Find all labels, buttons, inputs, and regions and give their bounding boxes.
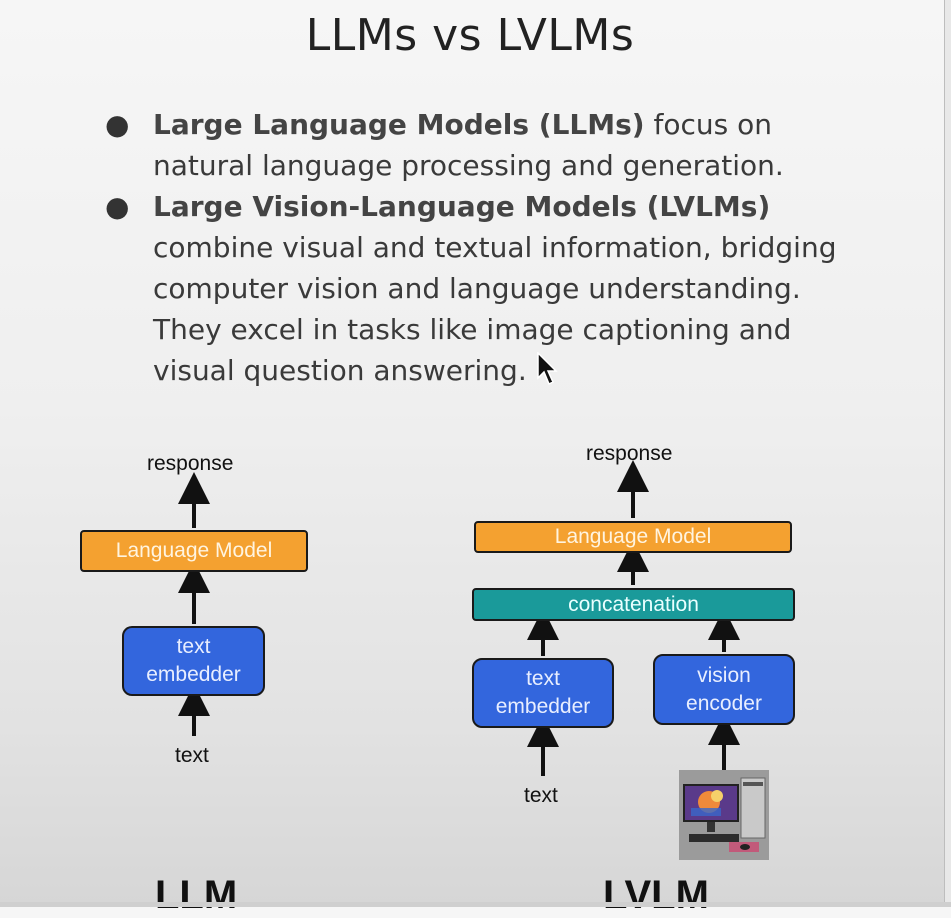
bullet-llm-term: Large Language Models (LLMs) [153,108,645,141]
lvlm-vision-encoder-line1: vision [697,663,751,687]
llm-language-model-box: Language Model [80,530,308,572]
slide-title: LLMs vs LVLMs [305,10,635,61]
bullet-lvlm: ● Large Vision-Language Models (LVLMs) c… [105,186,845,391]
llm-text-input-label: text [175,744,209,767]
lvlm-text-embedder-line2: embedder [495,695,591,718]
bullet-dot-icon: ● [105,190,130,223]
llm-caption: LLM [155,873,238,917]
lvlm-response-label: response [586,442,673,465]
lvlm-text-input-label: text [524,784,558,807]
llm-text-embedder-box: text embedder [122,626,265,696]
lvlm-caption: LVLM [603,873,709,917]
bullet-llm: ● Large Language Models (LLMs) focus on … [105,104,845,186]
lvlm-text-embedder-box: text embedder [472,658,614,728]
bullet-dot-icon: ● [105,108,130,141]
lvlm-vision-encoder-box: vision encoder [653,654,795,725]
bullet-lvlm-term: Large Vision-Language Models (LVLMs) [153,190,771,223]
window-edge [944,0,951,907]
bullet-lvlm-text: combine visual and textual information, … [153,231,837,387]
lvlm-vision-encoder-line2: encoder [686,691,762,715]
mouse-pointer-icon [537,352,558,386]
video-progress-strip [0,902,951,907]
lvlm-language-model-box: Language Model [474,521,792,553]
bullet-list: ● Large Language Models (LLMs) focus on … [105,104,845,391]
bullet-llm-text: focus on natural language processing and… [153,108,784,182]
lvlm-concatenation-box: concatenation [472,588,795,621]
lvlm-text-embedder-line1: text [526,667,560,690]
llm-response-label: response [147,452,234,475]
llm-text-embedder-line1: text [176,635,211,658]
llm-text-embedder-line2: embedder [146,663,241,686]
computer-monitor-image-icon [679,770,769,860]
